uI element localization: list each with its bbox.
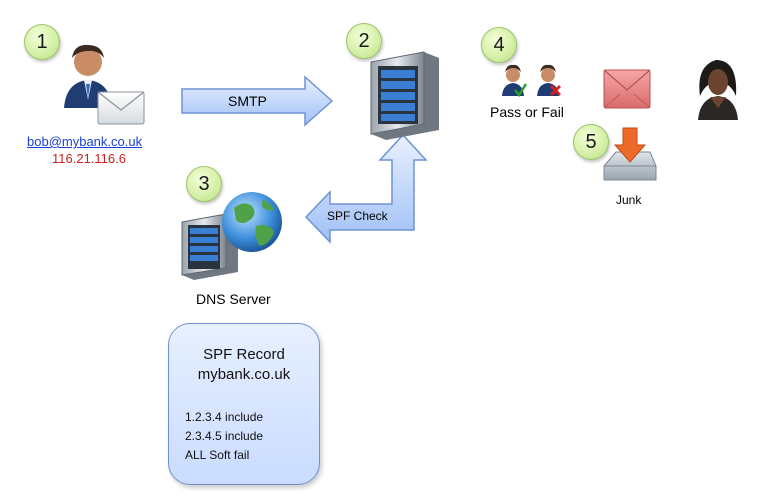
step-5-badge: 5	[573, 124, 609, 160]
spf-record-domain: mybank.co.uk	[197, 366, 291, 383]
smtp-arrow	[181, 75, 334, 127]
spf-record-entry: 1.2.3.4 include	[185, 410, 264, 424]
globe-icon	[222, 192, 282, 252]
recipient-icon	[698, 60, 738, 120]
pass-user-icon	[502, 64, 528, 98]
mail-server-icon	[370, 51, 439, 140]
junk-label: Junk	[616, 193, 642, 207]
step-2-badge: 2	[346, 23, 382, 59]
dns-server-label: DNS Server	[196, 291, 271, 307]
step-3-badge: 3	[186, 166, 222, 202]
fail-user-icon	[537, 64, 561, 96]
spf-check-label: SPF Check	[327, 209, 388, 223]
spf-record-box: SPF Record mybank.co.uk 1.2.3.4 include …	[168, 323, 320, 485]
sender-ip: 116.21.116.6	[52, 151, 126, 166]
sender-email-link[interactable]: bob@mybank.co.uk	[27, 134, 143, 149]
spf-record-entry: ALL Soft fail	[185, 448, 250, 462]
step-4-badge: 4	[481, 27, 517, 63]
sender-envelope-icon	[97, 91, 145, 125]
delivered-envelope-icon	[603, 69, 651, 109]
spf-check-arrow	[304, 133, 428, 244]
pass-or-fail-label: Pass or Fail	[490, 104, 564, 120]
spf-record-title: SPF Record	[203, 346, 285, 363]
spf-record-entry: 2.3.4.5 include	[185, 429, 264, 443]
smtp-label: SMTP	[228, 93, 267, 109]
junk-tray-icon	[603, 127, 657, 181]
step-1-badge: 1	[24, 24, 60, 60]
